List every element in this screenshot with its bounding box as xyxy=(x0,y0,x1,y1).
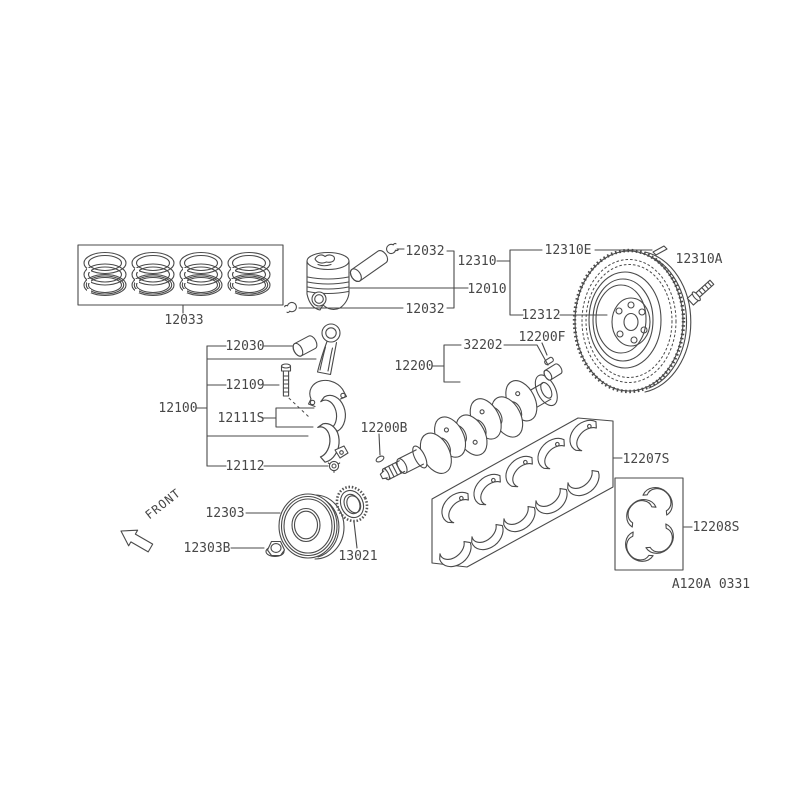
part-label-12032-top: 12032 xyxy=(405,244,444,259)
connecting-rod xyxy=(307,323,348,408)
part-label-12200: 12200 xyxy=(394,359,433,374)
front-arrow-icon xyxy=(120,529,154,553)
crank-sprocket xyxy=(335,485,369,523)
crankshaft xyxy=(379,374,558,481)
part-label-12200B: 12200B xyxy=(361,421,408,436)
piston xyxy=(306,251,350,311)
part-label-12310E: 12310E xyxy=(545,243,592,258)
part-label-12312: 12312 xyxy=(521,308,560,323)
front-direction-label: FRONT xyxy=(142,486,183,522)
flywheel xyxy=(572,248,692,394)
main-bearing-box xyxy=(431,413,614,574)
leader-lines xyxy=(182,248,693,549)
piston-rings-box xyxy=(77,244,284,306)
part-label-12208S: 12208S xyxy=(693,520,740,535)
part-label-32202: 32202 xyxy=(463,338,502,353)
part-label-12207S: 12207S xyxy=(623,452,670,467)
part-label-12109: 12109 xyxy=(225,378,264,393)
thrust-washer-box xyxy=(614,477,684,571)
flywheel-bolt xyxy=(686,279,715,306)
rod-nut xyxy=(327,460,341,473)
flywheel-dowel xyxy=(652,245,668,256)
part-label-13021: 13021 xyxy=(338,549,377,564)
pilot-bushing xyxy=(543,363,563,381)
pulley-nut xyxy=(265,540,286,558)
snap-ring-bottom xyxy=(283,300,299,315)
piston-pin xyxy=(349,250,389,283)
part-label-12111S: 12111S xyxy=(218,411,265,426)
part-label-12030: 12030 xyxy=(225,339,264,354)
part-label-12200F: 12200F xyxy=(519,330,566,345)
rod-bushing xyxy=(292,335,318,357)
diagram-code: A120A 0331 xyxy=(672,577,750,592)
part-label-12112: 12112 xyxy=(225,459,264,474)
part-label-12310: 12310 xyxy=(457,254,496,269)
woodruff-key xyxy=(375,455,385,463)
part-label-12010: 12010 xyxy=(467,282,506,297)
part-label-12100: 12100 xyxy=(158,401,197,416)
rod-bolt xyxy=(280,363,311,419)
part-label-12303B: 12303B xyxy=(184,541,231,556)
part-label-12032-bottom: 12032 xyxy=(405,302,444,317)
part-label-12033: 12033 xyxy=(164,313,203,328)
rod-cap-ears xyxy=(334,445,349,459)
part-label-12310A: 12310A xyxy=(676,252,723,267)
crank-pulley xyxy=(278,493,345,560)
part-label-12303: 12303 xyxy=(205,506,244,521)
